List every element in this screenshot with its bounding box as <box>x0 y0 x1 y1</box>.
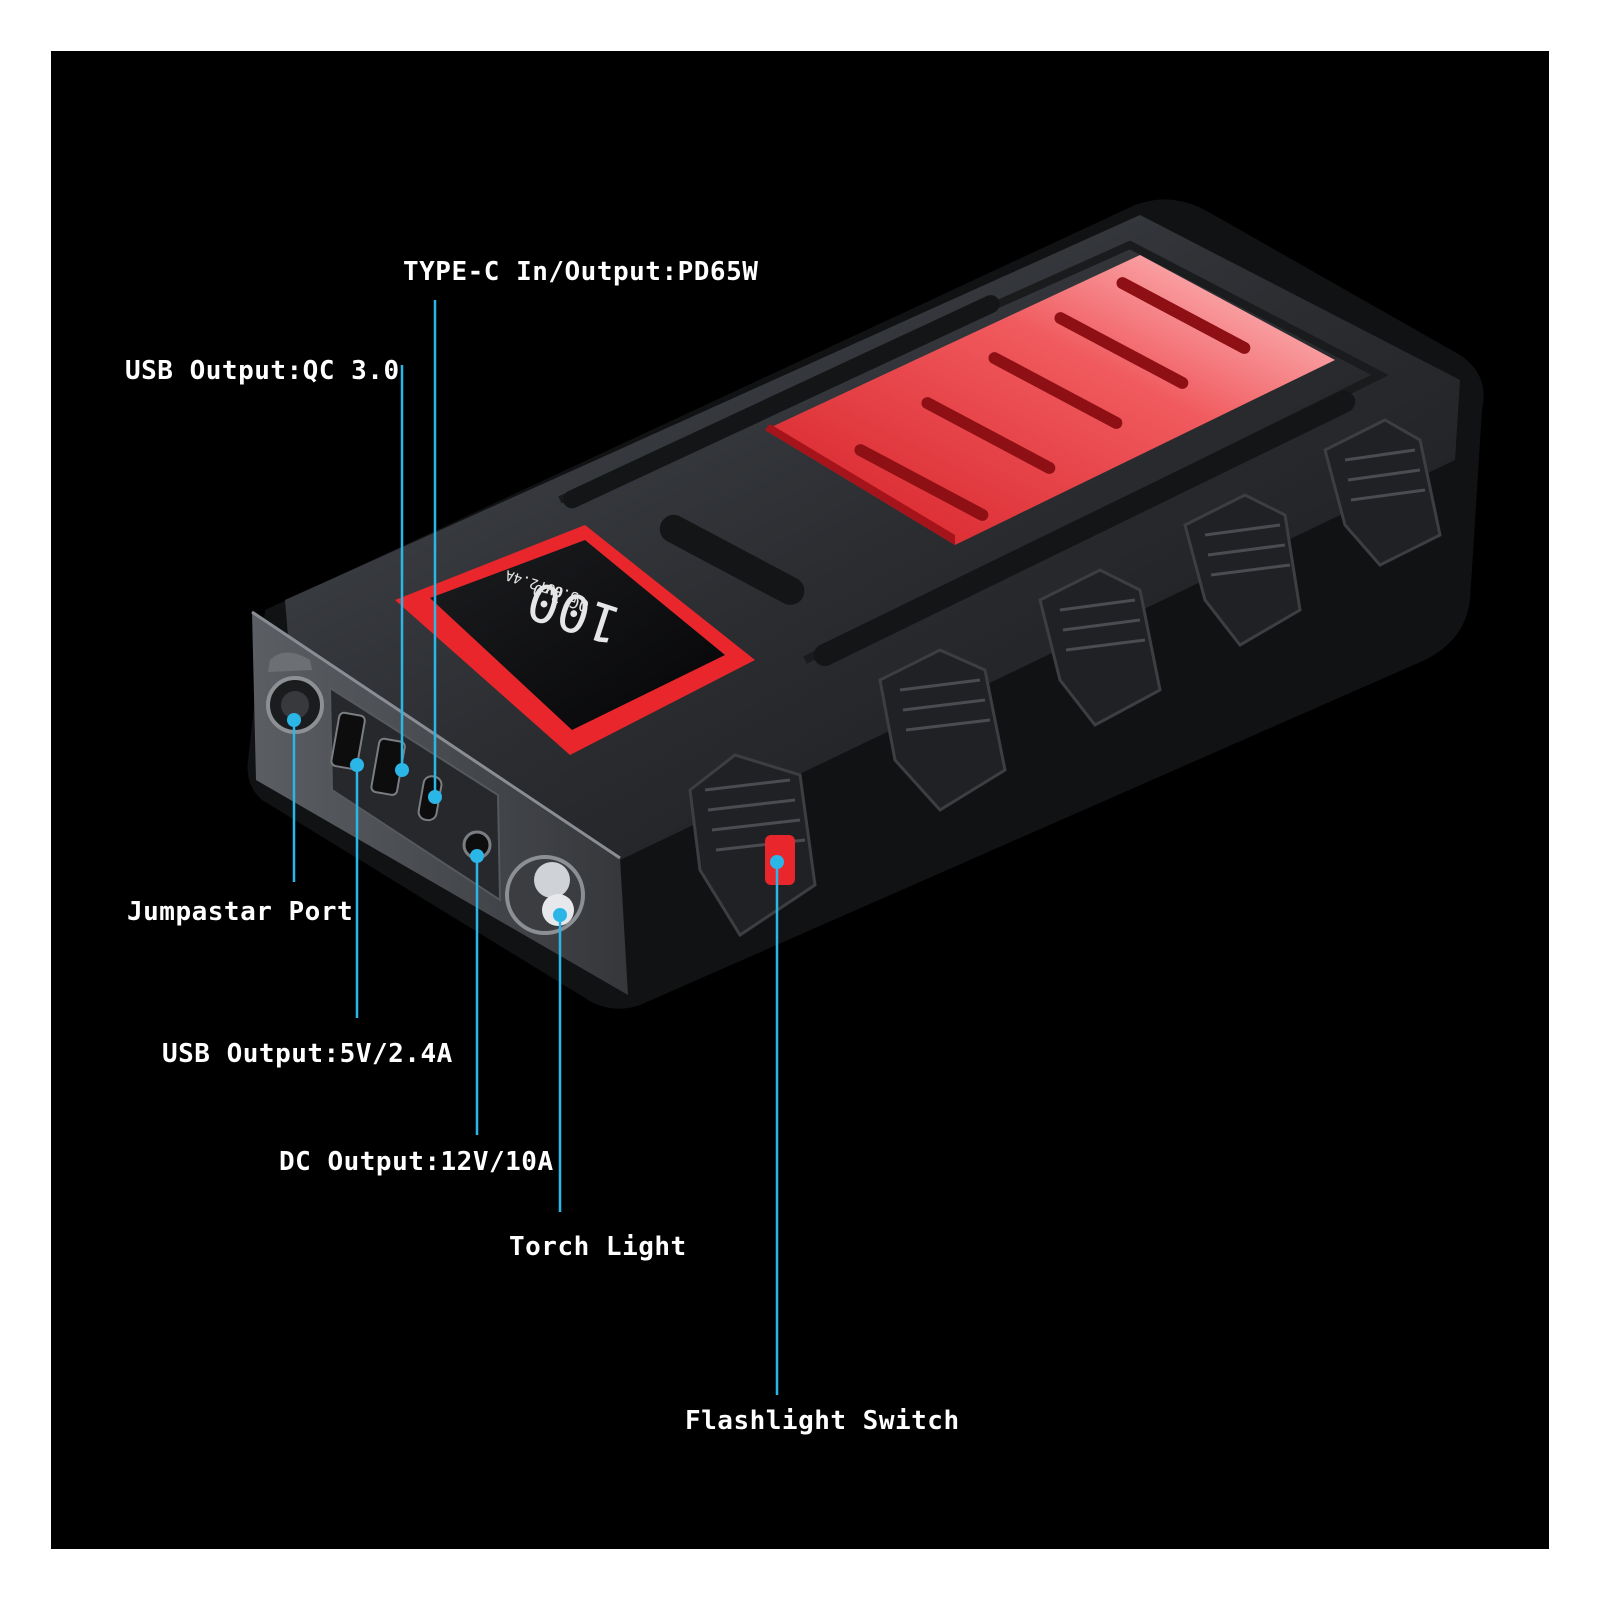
label-usb-qc: USB Output:QC 3.0 <box>125 356 400 386</box>
label-jump-port: Jumpastar Port <box>127 897 354 927</box>
jump-starter-illustration <box>247 199 1484 1395</box>
leader-lines <box>292 300 779 1395</box>
usb-port-5v <box>330 711 366 770</box>
lcd-display <box>395 525 755 755</box>
label-flashlight-switch: Flashlight Switch <box>685 1406 960 1436</box>
product-image-frame: 100 OUT 5.0V 2.4A QC 3.0 TYPE-C In/Outpu… <box>51 51 1549 1549</box>
leader-dots <box>287 713 784 922</box>
label-torch-light: Torch Light <box>509 1232 687 1262</box>
red-top-plate <box>765 255 1335 545</box>
rib-highlights <box>704 448 1426 852</box>
label-dc-output: DC Output:12V/10A <box>279 1147 554 1177</box>
label-type-c: TYPE-C In/Output:PD65W <box>403 257 759 287</box>
torch-lamp <box>505 855 585 935</box>
label-usb-5v: USB Output:5V/2.4A <box>162 1039 453 1069</box>
jumpstart-port <box>266 652 324 734</box>
